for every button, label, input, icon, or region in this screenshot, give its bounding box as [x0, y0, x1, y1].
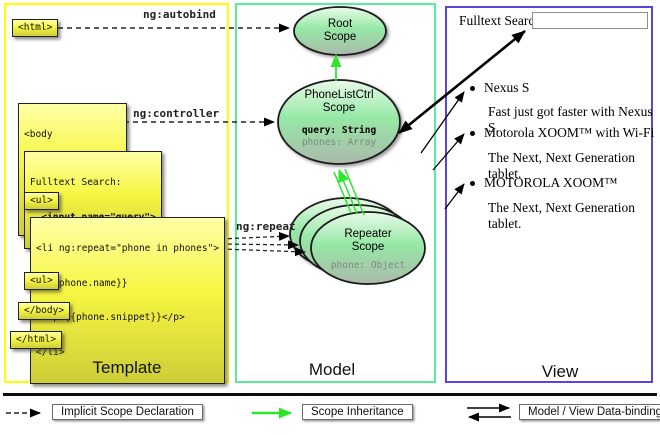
- view-item-name: Motorola XOOM™ with Wi-Fi: [484, 125, 655, 140]
- view-item-desc: The Next, Next Generation tablet.: [488, 150, 635, 181]
- prop-query: query: String: [301, 125, 377, 136]
- html-open-tag-text: <html>: [18, 22, 53, 33]
- view-column-frame: [445, 6, 653, 383]
- phonelistctrl-line1: PhoneListCtrl: [304, 89, 374, 101]
- li-repeat-line3: <p>{{phone.snippet}}</p>: [36, 312, 185, 323]
- repeater-line2: Scope: [351, 241, 385, 253]
- bullet-icon: [470, 181, 475, 186]
- li-repeat-line4: </li>: [36, 346, 65, 358]
- view-item-desc: The Next, Next Generation tablet.: [488, 200, 635, 231]
- view-item-name: MOTOROLA XOOM™: [484, 175, 618, 190]
- fulltext-search-input[interactable]: [532, 12, 648, 29]
- root-scope-line1: Root: [327, 18, 353, 30]
- ul-open-tag-box: <ul>: [24, 192, 59, 210]
- bullet-icon: [470, 86, 475, 91]
- fulltext-search-label: Fulltext Search:: [459, 13, 545, 28]
- model-column-frame: [235, 3, 436, 383]
- ng-repeat-label: ng:repeat: [236, 220, 296, 233]
- ul-close-tag-text: <ul>: [30, 275, 53, 286]
- html-open-tag-box: <html>: [12, 19, 59, 37]
- html-close-tag-text: </html>: [16, 334, 57, 345]
- model-column-label: Model: [308, 360, 356, 379]
- prop-phones: phones: Array: [301, 137, 377, 148]
- ng-autobind-label: ng:autobind: [143, 8, 216, 21]
- fulltext-code-line1: Fulltext Search:: [30, 177, 122, 188]
- li-repeat-line1: <li ng:repeat="phone in phones">: [36, 243, 220, 254]
- body-open-line1: <body: [24, 129, 53, 140]
- phonelistctrl-scope-title: PhoneListCtrl Scope: [279, 89, 399, 115]
- body-close-tag-box: </body>: [18, 302, 71, 320]
- repeater-scope-props: phone: Object: [310, 260, 426, 272]
- legend-implicit-scope-declaration: Implicit Scope Declaration: [52, 404, 203, 420]
- template-column-label: Template: [92, 358, 162, 377]
- html-close-tag-box: </html>: [10, 331, 63, 349]
- view-item-name: Nexus S: [484, 80, 530, 95]
- bullet-icon: [470, 131, 475, 136]
- li-repeat-line2: {{phone.name}}: [36, 277, 128, 289]
- li-repeat-code-box: <li ng:repeat="phone in phones"> {{phone…: [30, 217, 226, 384]
- repeater-line1: Repeater: [344, 228, 392, 240]
- repeater-scope-title: Repeater Scope: [310, 228, 426, 254]
- body-close-tag-text: </body>: [24, 305, 65, 316]
- phonelistctrl-scope-props: query: String phones: Array: [279, 125, 399, 149]
- phonelistctrl-line2: Scope: [322, 102, 356, 114]
- ul-close-tag-box: <ul>: [24, 272, 59, 290]
- root-scope-title: Root Scope: [300, 18, 380, 44]
- legend-separator-line: [3, 393, 657, 396]
- ul-open-tag-text: <ul>: [30, 195, 53, 206]
- legend-scope-inheritance: Scope Inheritance: [302, 404, 413, 420]
- ng-controller-label: ng:controller: [133, 107, 220, 120]
- prop-phone: phone: Object: [330, 260, 406, 271]
- root-scope-line2: Scope: [323, 31, 357, 43]
- view-column-label: View: [541, 362, 579, 381]
- legend-model-view-databinding: Model / View Data-binding: [519, 404, 660, 420]
